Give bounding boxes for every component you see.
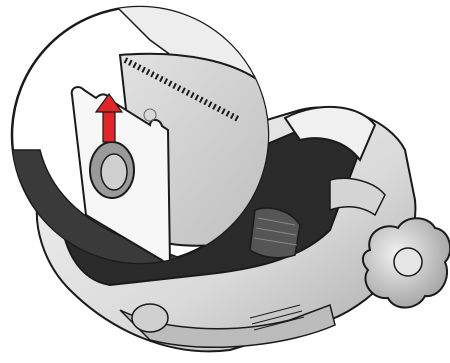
rear-wheel	[363, 218, 450, 307]
front-wheel	[132, 304, 168, 332]
